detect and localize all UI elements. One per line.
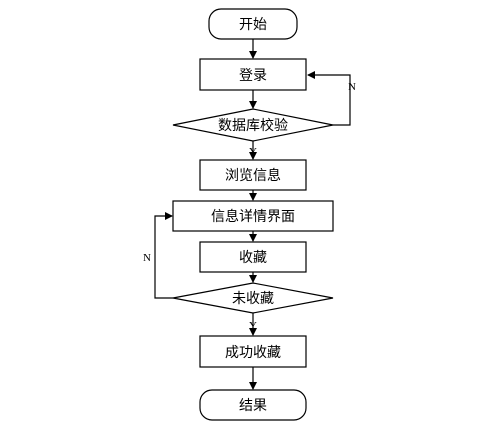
not-favorited-label: 未收藏: [232, 291, 274, 307]
login-label: 登录: [239, 68, 267, 84]
no-label-db-check: N: [348, 81, 356, 93]
yes-label-db-check: Y: [249, 146, 257, 158]
end-label: 结果: [239, 398, 267, 414]
login-node: 登录: [199, 58, 307, 91]
end-node: 结果: [199, 389, 307, 421]
db-check-decision: 数据库校验: [172, 108, 334, 142]
db-check-label: 数据库校验: [218, 117, 288, 134]
not-favorited-decision: 未收藏: [172, 282, 334, 314]
detail-node: 信息详情界面: [172, 200, 334, 232]
success-node: 成功收藏: [199, 335, 307, 368]
yes-label-not-favorited: Y: [249, 320, 257, 332]
success-label: 成功收藏: [225, 345, 281, 361]
favorite-node: 收藏: [199, 241, 307, 273]
no-label-not-favorited: N: [143, 252, 151, 264]
detail-label: 信息详情界面: [211, 208, 295, 225]
browse-node: 浏览信息: [199, 159, 307, 191]
start-label: 开始: [239, 17, 267, 33]
favorite-label: 收藏: [239, 250, 267, 266]
browse-label: 浏览信息: [225, 167, 281, 184]
start-node: 开始: [208, 8, 298, 40]
